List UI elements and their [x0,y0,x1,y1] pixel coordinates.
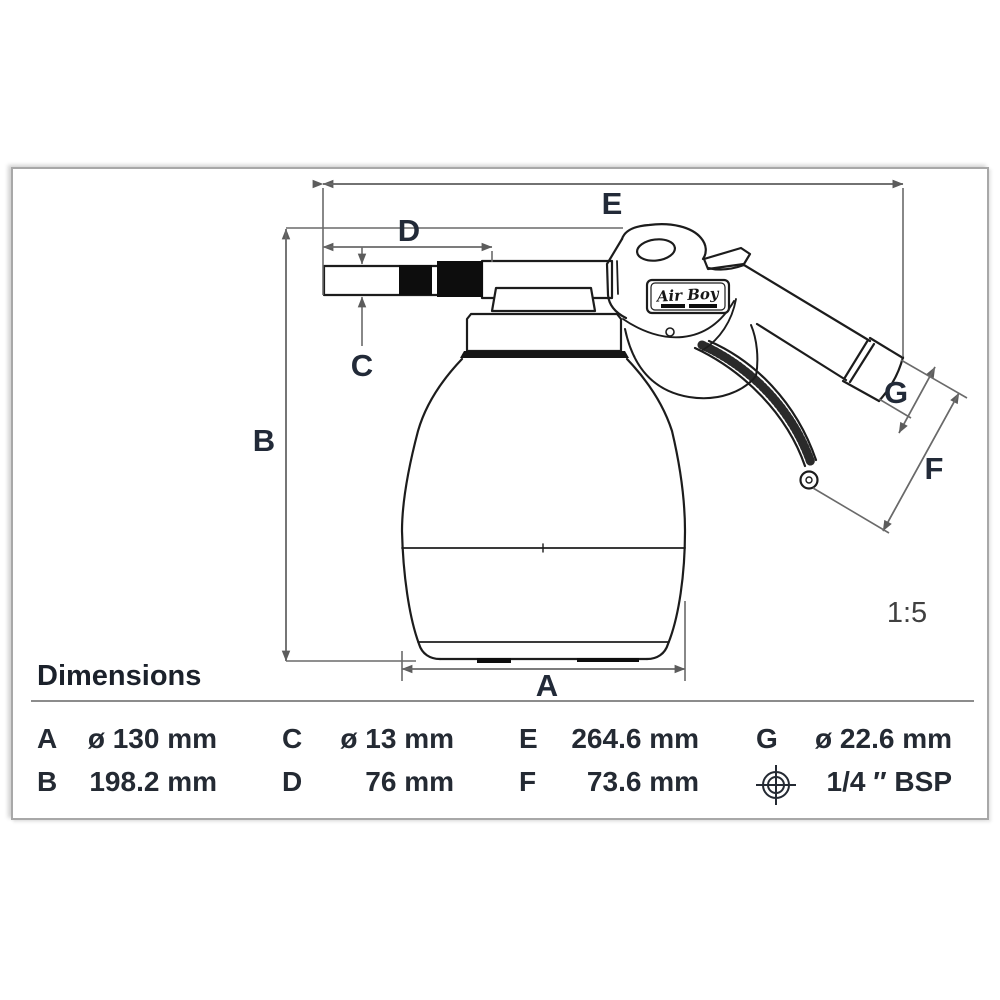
trigger [693,339,819,490]
dim-letter: A [37,723,58,754]
gun-outline [322,223,905,663]
dim-value: ø 13 mm [340,723,454,754]
dim-letter: C [282,723,303,754]
dim-value: ø 22.6 mm [815,723,952,754]
brand-plate [645,278,731,315]
brand-logo-text: Air Boy [654,284,720,305]
dim-entry-E: E 264.6 mm [519,721,699,757]
dim-value: 1/4 ″ BSP [826,766,952,797]
label-F: F [925,451,944,486]
gun-head [605,223,759,400]
table-divider [31,700,974,702]
label-B: B [253,423,275,458]
dim-letter: B [37,766,58,797]
scale-ratio: 1:5 [887,597,927,629]
dim-entry-G: G ø 22.6 mm [756,721,952,757]
dim-entry-C: C ø 13 mm [282,721,454,757]
label-G: G [884,375,908,410]
dim-letter: E [519,723,538,754]
dim-entry-BSP: 1/4 ″ BSP [756,764,952,805]
table-title: Dimensions [37,660,202,692]
spray-gun-technical-drawing: Air Boy [253,179,968,703]
dimension-labels: E D C B A G F 1:5 [253,186,944,703]
dim-entry-A: A ø 130 mm [37,721,217,757]
label-A: A [536,668,558,703]
dim-value: 73.6 mm [586,766,699,797]
container-body [400,357,687,663]
dim-entry-F: F 73.6 mm [519,764,699,800]
dim-entry-B: B 198.2 mm [37,764,217,800]
dim-value: 264.6 mm [571,723,699,754]
dim-letter: D [282,766,303,797]
dim-value: 198.2 mm [89,766,217,797]
label-C: C [351,348,373,383]
dim-value: 76 mm [365,766,454,797]
dim-letter: G [756,723,778,754]
thread-position-icon [756,764,798,805]
drawing-panel: Air Boy [11,167,989,820]
dim-value: ø 130 mm [87,723,217,754]
dim-entry-D: D 76 mm [282,764,454,800]
dim-letter: F [519,766,537,797]
dimension-lines [281,179,968,681]
container-lid [460,286,629,358]
handle [742,263,905,403]
label-E: E [602,186,623,221]
label-D: D [398,213,420,248]
